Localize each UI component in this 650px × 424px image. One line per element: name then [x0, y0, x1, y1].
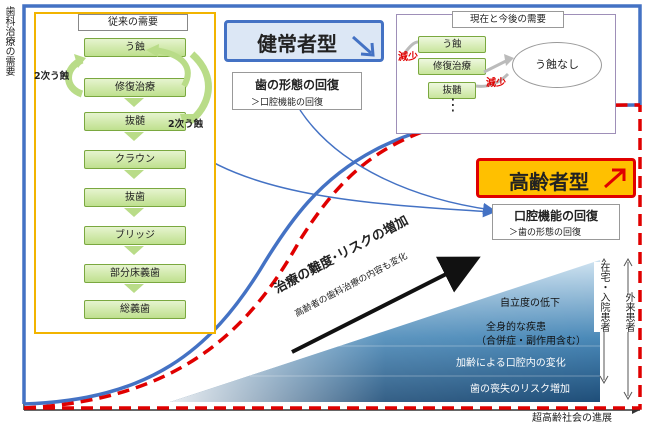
flow-item-restoration: 修復治療 [84, 78, 186, 97]
layer-independence-decline: 自立度の低下 [500, 298, 560, 309]
flow-arrow [124, 132, 144, 141]
no-caries-text: う蝕なし [535, 58, 579, 71]
flow-arrow [124, 284, 144, 293]
present-more-dots: ⋮ [445, 95, 461, 114]
flow-item-extraction: 抜歯 [84, 188, 186, 207]
flow-arrow [124, 98, 144, 107]
flow-arrow [124, 246, 144, 255]
secondary-caries-left: 2次う蝕 [34, 71, 70, 82]
layer-aging-oral-change: 加齢による口腔内の変化 [456, 358, 566, 369]
elderly-type-title-box: 高齢者型 [476, 158, 636, 198]
layer-tooth-loss-risk: 歯の喪失のリスク増加 [470, 384, 570, 395]
trend-up-icon [604, 168, 626, 189]
no-caries-ellipse: う蝕なし [512, 42, 602, 88]
flow-item-partial-denture: 部分床義歯 [84, 264, 186, 283]
layer-complications: （合併症・副作用含む） [476, 336, 586, 347]
secondary-caries-right: 2次う蝕 [168, 119, 204, 130]
flow-arrow [124, 208, 144, 217]
elderly-main-text: 口腔機能の回復 [513, 209, 598, 223]
x-axis-label: 超高齢社会の進展 [532, 413, 612, 424]
layer-systemic-disease: 全身的な疾患 [486, 322, 546, 333]
flow-item-complete-denture: 総義歯 [84, 300, 186, 319]
decrease-arrows [402, 40, 514, 88]
present-item-pulpectomy: 抜髄 [428, 82, 476, 99]
connector-past-to-elderly [189, 147, 495, 218]
caries-loop-arrows [65, 44, 212, 126]
healthy-type-title: 健常者型 [257, 32, 337, 56]
red-demand-curve [23, 103, 641, 410]
present-item-caries: う蝕 [418, 36, 486, 53]
past-demand-title: 従来の需要 [78, 14, 188, 31]
connector-healthy-to-elderly [299, 109, 495, 215]
flow-item-bridge: ブリッジ [84, 226, 186, 245]
present-item-restoration: 修復治療 [418, 58, 486, 75]
y-axis-label: 歯科治療の需要 [3, 6, 14, 76]
outpatient-label: 外来患者 [619, 292, 637, 332]
trend-down-icon [352, 35, 375, 57]
flow-item-crown: クラウン [84, 150, 186, 169]
healthy-main-text: 歯の形態の回復 [254, 78, 339, 92]
healthy-type-title-box: 健常者型 [224, 20, 384, 62]
decrease-label-left: 減少 [398, 52, 418, 63]
healthy-detail-box: 歯の形態の回復 ＞口腔機能の回復 [232, 72, 362, 110]
blue-frame [22, 4, 642, 404]
present-demand-title: 現在と今後の需要 [452, 11, 564, 28]
elderly-type-title: 高齢者型 [509, 170, 589, 194]
healthy-sub-text: ＞口腔機能の回復 [251, 98, 324, 108]
decrease-label-right: 減少 [486, 78, 506, 89]
flow-arrow [124, 170, 144, 179]
elderly-detail-box: 口腔機能の回復 ＞歯の形態の回復 [492, 204, 620, 240]
trend-arrow [291, 256, 481, 354]
elderly-sub-text: ＞歯の形態の回復 [509, 228, 582, 238]
home-inpatient-label: 在宅・入院患者 [594, 262, 612, 332]
